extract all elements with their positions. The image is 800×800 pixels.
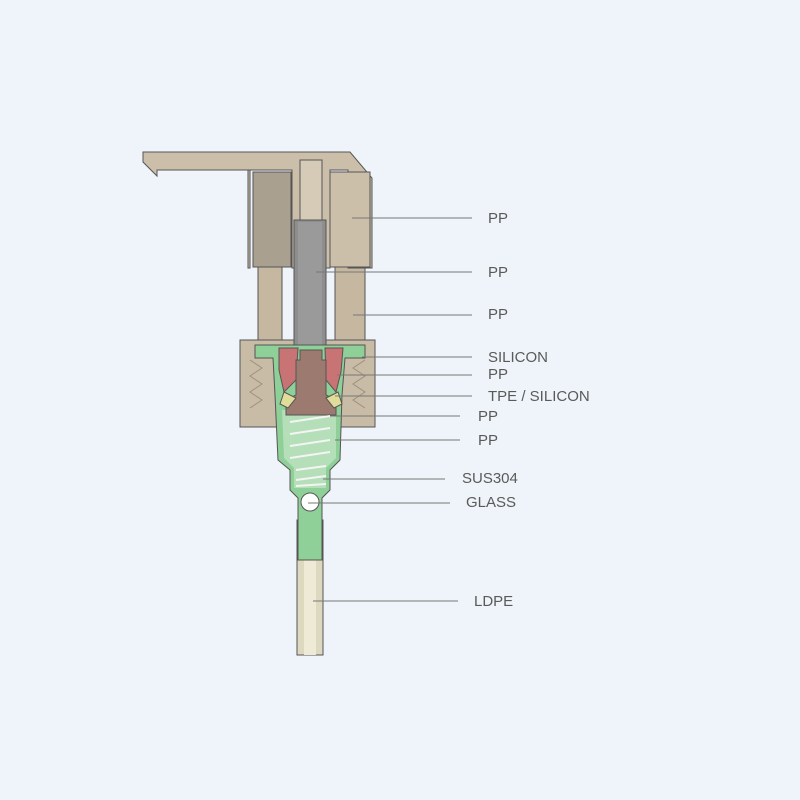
piston bbox=[279, 391, 343, 409]
label-gasket: SILICON bbox=[488, 349, 549, 366]
label-stem: PP bbox=[488, 264, 509, 281]
label-piston-rod: PP bbox=[478, 408, 499, 425]
glass-ball bbox=[300, 492, 320, 512]
piston-rod bbox=[285, 349, 337, 416]
gasket-left bbox=[278, 347, 299, 393]
cap-thread bbox=[249, 359, 366, 409]
spring bbox=[289, 415, 331, 487]
label-actuator: PP bbox=[488, 210, 509, 227]
label-ball: GLASS bbox=[466, 494, 517, 511]
label-housing: PP bbox=[478, 432, 499, 449]
label-piston-seat: PP bbox=[488, 366, 509, 383]
label-collar: PP bbox=[488, 306, 509, 323]
label-piston: TPE / SILICON bbox=[488, 388, 590, 405]
leader-lines bbox=[308, 217, 472, 602]
label-spring: SUS304 bbox=[462, 470, 518, 487]
label-dip-tube: LDPE bbox=[474, 593, 514, 610]
